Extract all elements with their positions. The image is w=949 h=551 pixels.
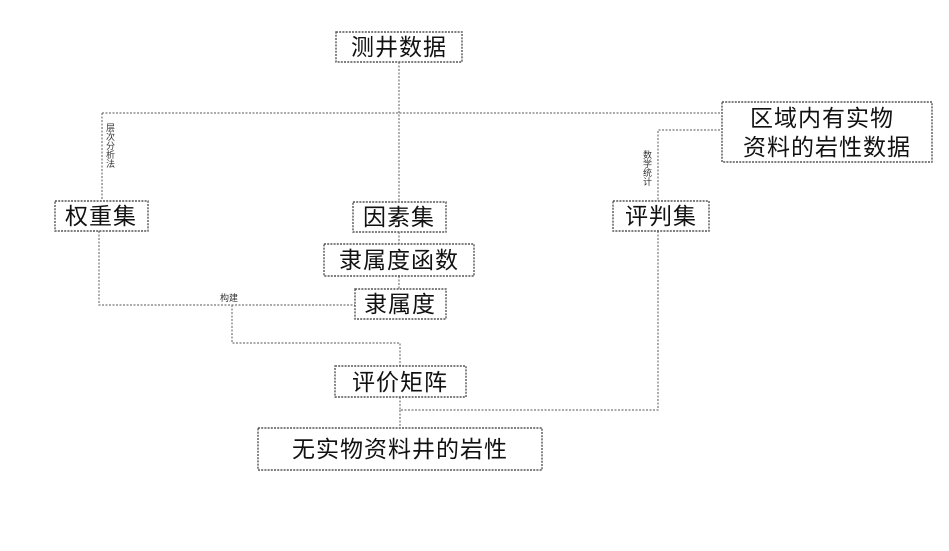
node-label: 评判集 xyxy=(625,204,697,230)
node-result-lithology: 无实物资料井的岩性 xyxy=(258,428,542,470)
edge-label-math-statistics: 数学统计 xyxy=(641,149,652,187)
node-label: 隶属度函数 xyxy=(339,248,459,274)
node-label: 因素集 xyxy=(363,205,435,231)
node-regional-core-lithology: 区域内有实物 资料的岩性数据 xyxy=(722,102,932,162)
node-well-log-data: 测井数据 xyxy=(336,32,462,62)
node-factor-set: 因素集 xyxy=(353,202,446,232)
node-evaluation-set: 评判集 xyxy=(613,201,709,231)
edge-label-compose: 构建 xyxy=(220,292,238,304)
node-label: 评价矩阵 xyxy=(352,370,448,396)
node-evaluation-matrix: 评价矩阵 xyxy=(335,366,466,397)
node-label-line1: 区域内有实物 xyxy=(750,106,894,132)
edge-label-analytic-hierarchy: 层次分析法 xyxy=(104,123,115,169)
connector-regional-to-evaluationset xyxy=(658,130,720,200)
node-label-line2: 资料的岩性数据 xyxy=(743,135,911,161)
node-weight-set: 权重集 xyxy=(55,201,148,231)
node-label: 隶属度 xyxy=(364,292,436,318)
node-label: 测井数据 xyxy=(351,35,447,61)
node-label: 权重集 xyxy=(65,204,137,230)
node-membership-function: 隶属度函数 xyxy=(324,244,474,276)
node-label: 无实物资料井的岩性 xyxy=(292,437,508,463)
node-membership-degree: 隶属度 xyxy=(355,289,446,319)
